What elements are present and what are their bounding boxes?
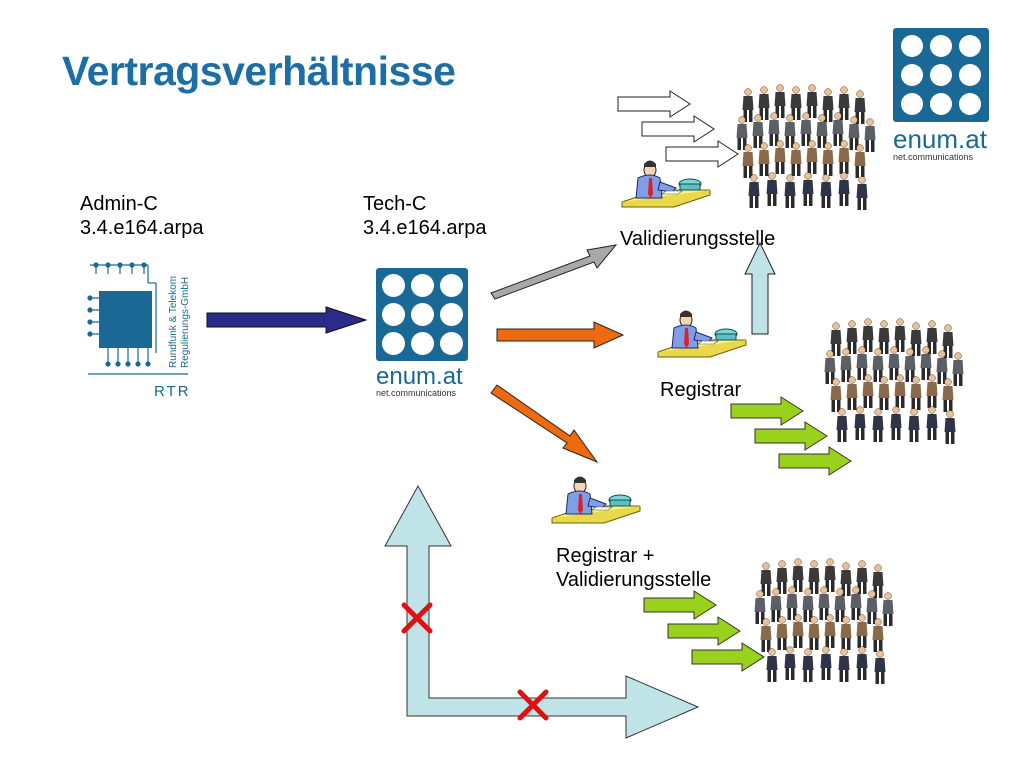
rtr-logo-vertical-text-2: Regulierungs-GmbH [180,277,191,368]
enum-logo-corner: enum.at net.communications [893,28,989,162]
tech-c-zone: 3.4.e164.arpa [363,217,487,239]
enum-logo-center-name: enum.at [376,363,463,390]
crowd-bottom-icon [755,559,894,684]
tech-to-validation-arrow [490,244,618,300]
admin-c-label: Admin-C 3.4.e164.arpa [80,192,203,240]
registrar-green-arrows [730,396,852,476]
combined-label: Registrar + Validierungsstelle [556,544,711,592]
enum-logo-center: enum.at net.communications [376,268,472,398]
blocked-path-arrow [384,484,700,739]
admin-c-name: Admin-C [80,193,158,215]
validation-outline-arrows [617,90,739,168]
enum-logo-tile [893,28,989,122]
admin-c-zone: 3.4.e164.arpa [80,217,204,239]
admin-to-tech-arrow [206,306,368,334]
registrar-to-validation-arrow [744,241,776,335]
crowd-top-icon [737,85,876,210]
enum-logo-center-sub: net.communications [376,388,457,398]
combined-label-line2: Validierungsstelle [556,569,712,591]
tech-to-registrar-arrow [496,321,625,349]
enum-logo-center-tile [376,268,468,361]
validation-label: Validierungsstelle [620,228,776,250]
cross-icon [401,602,433,634]
registrar-label: Registrar [660,379,742,401]
rtr-logo-abbr: RTR [154,383,191,400]
validation-desk-worker-icon [621,160,711,208]
rtr-logo: Rundfunk & Telekom Regulierungs-GmbH RTR [84,258,204,403]
combined-label-line1: Registrar + [556,545,655,567]
combined-desk-worker-icon [551,476,641,524]
rtr-logo-vertical-text-1: Rundfunk & Telekom [168,276,179,368]
crowd-middle-icon [825,319,964,444]
page-title: Vertragsverhältnisse [62,48,456,94]
enum-logo-name: enum.at [893,124,987,154]
cross-icon [517,689,549,721]
enum-logo-sub: net.communications [893,152,974,162]
rtr-logo-chip-icon: Rundfunk & Telekom Regulierungs-GmbH RTR [87,262,191,400]
tech-c-label: Tech-C 3.4.e164.arpa [363,192,486,240]
tech-c-name: Tech-C [363,193,427,215]
tech-to-combined-arrow [490,384,599,464]
registrar-desk-worker-icon [657,310,747,358]
combined-green-arrows [643,590,765,672]
